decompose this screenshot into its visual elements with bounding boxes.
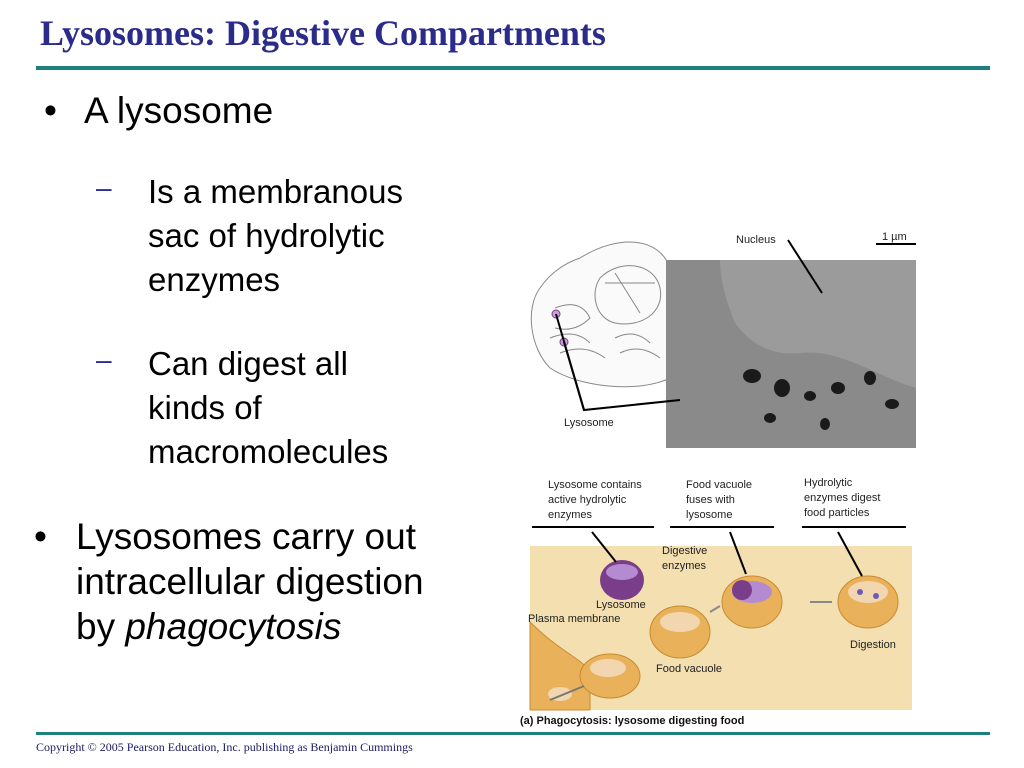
bullet-line: Lysosomes carry out <box>76 516 416 557</box>
step2-label: fuses with <box>686 494 735 506</box>
step3-pointer <box>837 531 863 577</box>
bullet-line: intracellular digestion <box>76 561 424 602</box>
fusing-vacuole <box>721 575 783 629</box>
subbullet-dash: – <box>96 172 112 203</box>
phagocytosis-term: phagocytosis <box>125 606 342 647</box>
bullet-dot: • <box>34 516 47 557</box>
plasma-membrane-label: Plasma membrane <box>528 613 620 625</box>
flow-arrow <box>709 605 721 613</box>
step2-label: lysosome <box>686 509 732 521</box>
nucleus-region <box>720 260 916 388</box>
lysosome-1 <box>600 560 644 600</box>
micrograph-vesicles <box>743 369 899 430</box>
bullet-dot: • <box>44 90 57 131</box>
subbullet-dash: – <box>96 344 112 375</box>
subbullet-line: Can digest all <box>148 345 348 382</box>
step3-label: Hydrolytic <box>804 477 853 489</box>
bullet-line-prefix: by <box>76 606 126 647</box>
digestion-label: Digestion <box>850 639 896 651</box>
step2-pointer <box>729 531 747 575</box>
nucleus-pointer <box>787 239 823 294</box>
bullet-line: by phagocytosis <box>76 604 424 649</box>
digestion-vacuole <box>837 575 899 629</box>
subbullet-line: enzymes <box>148 261 281 298</box>
step3-label: food particles <box>804 507 870 519</box>
copyright-notice: Copyright © 2005 Pearson Education, Inc.… <box>36 740 413 754</box>
lysosome-pointer <box>555 313 585 411</box>
subbullet-line: kinds of <box>148 389 262 426</box>
step1-label: active hydrolytic <box>548 494 627 506</box>
lysosome-micrograph-figure: Nucleus 1 µm Lysosome <box>530 231 916 448</box>
lysosome-label: Lysosome <box>596 599 646 611</box>
step2-label: Food vacuole <box>686 479 752 491</box>
scale-label: 1 µm <box>882 231 907 243</box>
food-vacuole-label: Food vacuole <box>656 663 722 675</box>
lysosome-label: Lysosome <box>564 417 614 429</box>
title-rule <box>36 66 990 70</box>
step1-label: Lysosome contains <box>548 479 642 491</box>
step1-label: enzymes <box>548 509 593 521</box>
slide-title: Lysosomes: Digestive Compartments <box>40 13 606 53</box>
step1-pointer <box>591 531 617 563</box>
bullet-text: A lysosome <box>84 90 274 131</box>
food-vacuole-1 <box>649 605 711 659</box>
footer-rule <box>36 732 990 735</box>
subbullet-line: Is a membranous <box>148 173 403 210</box>
digestive-enzymes-label: enzymes <box>662 560 707 572</box>
digestive-enzymes-label: Digestive <box>662 545 707 557</box>
figure-caption: (a) Phagocytosis: lysosome digesting foo… <box>520 715 744 727</box>
nucleus-label: Nucleus <box>736 234 776 246</box>
step3-label: enzymes digest <box>804 492 880 504</box>
subbullet-line: sac of hydrolytic <box>148 217 385 254</box>
subbullet-line: macromolecules <box>148 433 389 470</box>
phagocytosis-diagram: Lysosome contains active hydrolytic enzy… <box>520 477 912 727</box>
entry-arrow <box>549 685 585 701</box>
